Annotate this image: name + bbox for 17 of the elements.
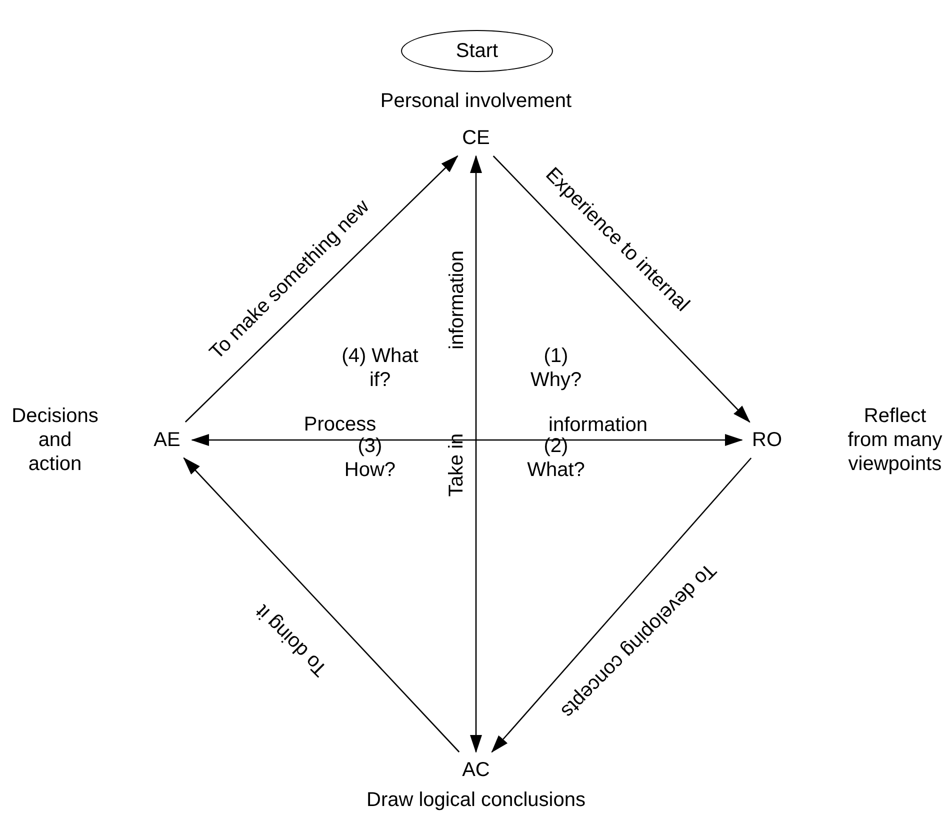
arrow — [184, 155, 458, 422]
axis-label: information — [445, 250, 469, 350]
arrow — [191, 434, 743, 446]
arrow — [183, 457, 460, 752]
stage-description: Personal involvement — [379, 89, 573, 113]
axis-label: information — [548, 413, 648, 437]
arrow — [491, 458, 752, 753]
edge-label: Take in — [446, 433, 468, 497]
stage-description: Reflect from many viewpoints — [846, 404, 944, 476]
arrow — [470, 155, 482, 753]
stage-description: Decisions and action — [10, 404, 100, 476]
arrow — [492, 156, 750, 423]
edge-label: Process — [304, 414, 376, 436]
quadrant-label: (1) Why? — [529, 344, 583, 392]
stage-description: Draw logical conclusions — [366, 788, 586, 812]
start-oval: Start — [401, 30, 553, 72]
quadrant-label: (4) What if? — [340, 344, 420, 392]
